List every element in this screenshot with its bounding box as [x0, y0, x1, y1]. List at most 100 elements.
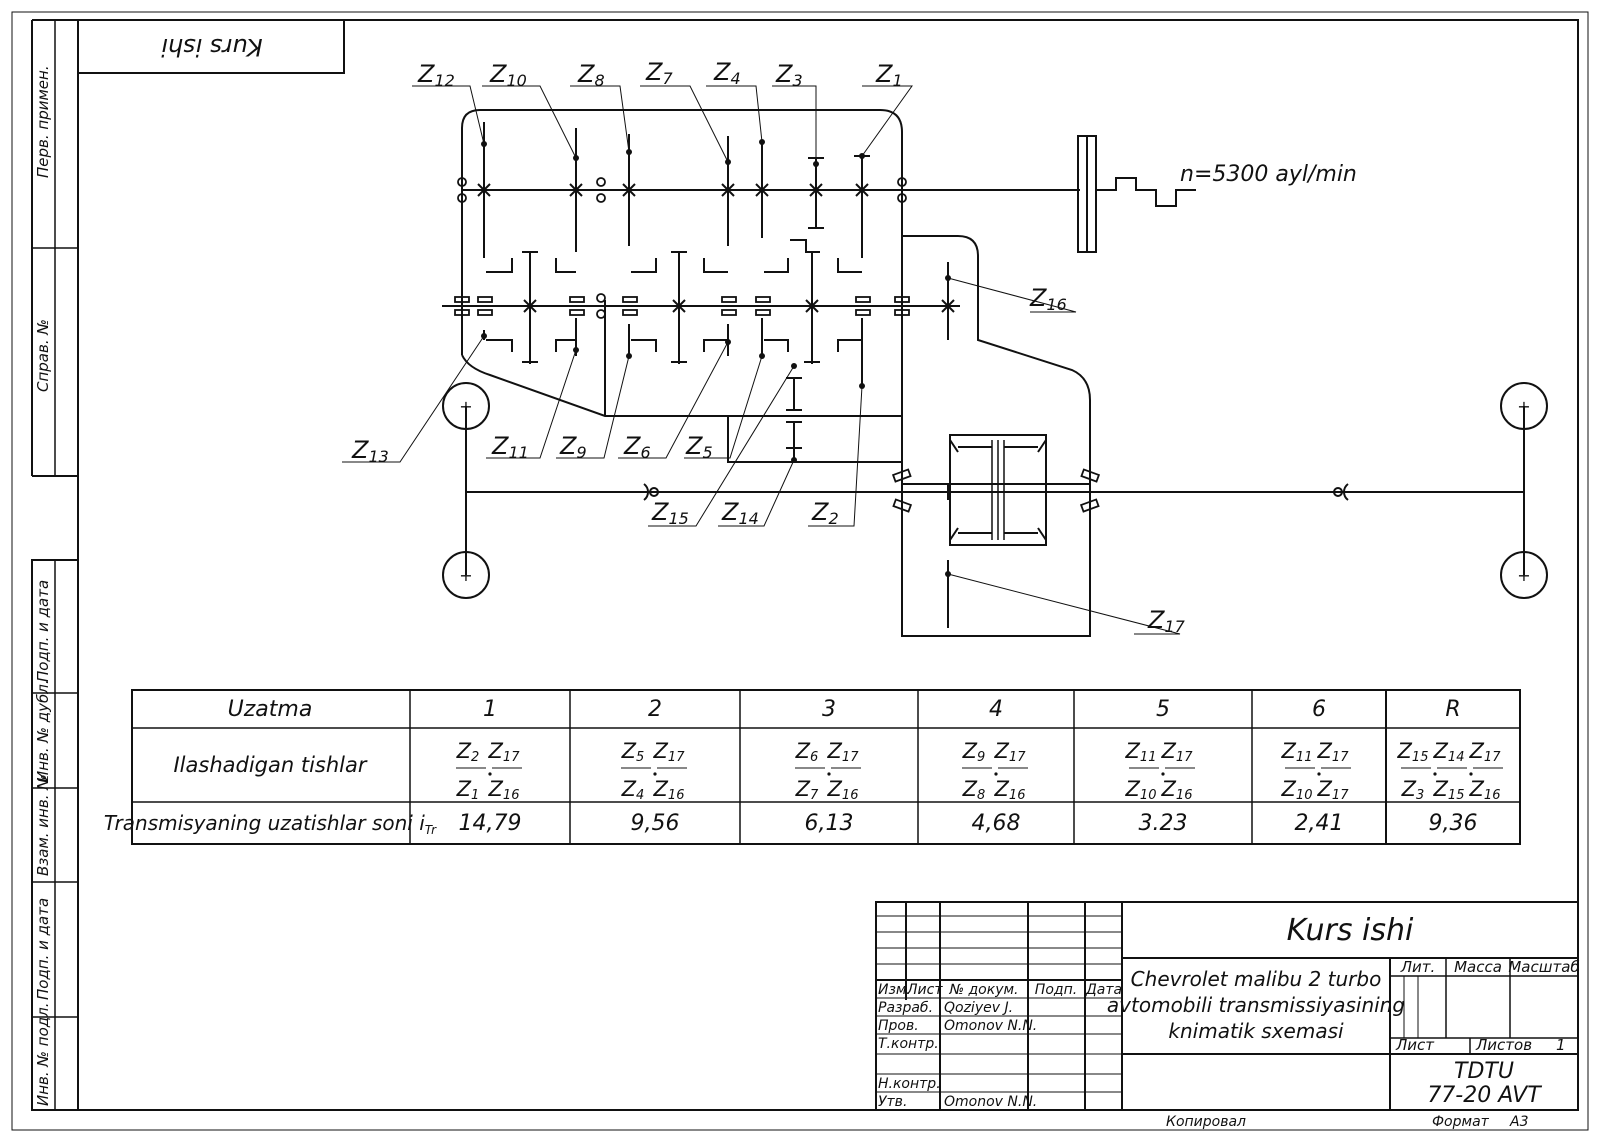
masshtab-label: Масштаб [1508, 958, 1579, 976]
label-z3: Z3 [775, 60, 803, 90]
row-razrab: Разраб. [878, 1000, 933, 1016]
tooth-num-Z11: Z11 [1281, 739, 1313, 765]
multiply-dot [1317, 772, 1321, 776]
tooth-den-Z10: Z10 [1281, 777, 1313, 803]
sheet-frame [11, 11, 1589, 1131]
multiply-dot [1433, 772, 1437, 776]
format-label: Формат [1432, 1114, 1490, 1130]
label-z1: Z1 [875, 60, 903, 90]
tooth-num-Z17: Z17 [488, 739, 521, 765]
side-label-inv-dubl: Инв. № дубл. [34, 679, 52, 782]
gear-header-5: 5 [1156, 697, 1170, 722]
label-z13: Z13 [351, 436, 389, 466]
multiply-dot [653, 772, 657, 776]
tooth-num-Z17: Z17 [1469, 739, 1502, 765]
tooth-den-Z4: Z4 [621, 777, 645, 803]
title-block-title: Kurs ishi [1287, 913, 1414, 948]
tooth-num-Z2: Z2 [456, 739, 480, 765]
tooth-num-Z6: Z6 [795, 739, 819, 765]
tooth-num-Z15: Z15 [1397, 739, 1429, 765]
multiply-dot [488, 772, 492, 776]
wheel-rear-left: + [459, 566, 472, 585]
org-line-1: TDTU [1454, 1059, 1514, 1084]
label-z14: Z14 [721, 498, 759, 528]
tooth-den-Z3: Z3 [1401, 777, 1425, 803]
table-row-label-ratio: Transmisyaning uzatishlar soni iTr [104, 811, 437, 837]
tooth-den-Z16: Z16 [994, 777, 1026, 803]
tooth-num-Z17: Z17 [827, 739, 860, 765]
tooth-num-Z11: Z11 [1125, 739, 1157, 765]
label-z8: Z8 [577, 60, 605, 90]
col-izm: Изм. [878, 982, 911, 998]
wheel-front-left: + [459, 397, 472, 416]
tooth-den-Z16: Z16 [1161, 777, 1193, 803]
label-z15: Z15 [651, 498, 689, 528]
col-docnum: № докум. [948, 982, 1018, 998]
tooth-num-Z9: Z9 [962, 739, 986, 765]
tooth-den-Z15: Z15 [1433, 777, 1465, 803]
tooth-den-Z16: Z16 [827, 777, 859, 803]
format-value: A3 [1509, 1114, 1528, 1130]
razrab-name: Qoziyev J. [944, 1000, 1013, 1016]
label-z17: Z17 [1147, 606, 1186, 636]
label-z6: Z6 [623, 432, 651, 462]
tooth-num-Z17: Z17 [1161, 739, 1194, 765]
col-podp: Подп. [1035, 982, 1077, 998]
massa-label: Масса [1454, 958, 1502, 976]
table-header-uzatma: Uzatma [228, 697, 313, 722]
label-z4: Z4 [713, 58, 741, 88]
ratio-value-4: 4,68 [972, 811, 1021, 836]
title-block: Изм. Лист № докум. Подп. Дата Разраб. Qo… [875, 901, 1580, 1130]
gear-header-2: 2 [648, 697, 662, 722]
side-label-podp-data-1: Подп. и дата [34, 580, 52, 682]
tooth-num-Z17: Z17 [1317, 739, 1350, 765]
lit-label: Лит. [1400, 958, 1436, 976]
tooth-num-Z17: Z17 [994, 739, 1027, 765]
tooth-den-Z16: Z16 [653, 777, 685, 803]
label-z5: Z5 [685, 432, 713, 462]
side-label-podp-data-2: Подп. и дата [34, 898, 52, 1000]
row-tkontr: Т.контр. [878, 1036, 939, 1052]
tooth-num-Z17: Z17 [653, 739, 686, 765]
label-z12: Z12 [417, 60, 455, 90]
col-list: Лист [906, 982, 943, 998]
tooth-den-Z16: Z16 [488, 777, 520, 803]
org-line-2: 77-20 AVT [1427, 1083, 1542, 1108]
wheel-front-right: + [1517, 397, 1530, 416]
tooth-den-Z8: Z8 [962, 777, 986, 803]
ratio-value-2: 9,56 [631, 811, 680, 836]
tooth-den-Z16: Z16 [1469, 777, 1501, 803]
gear-header-R: R [1445, 697, 1460, 722]
gear-header-6: 6 [1312, 697, 1326, 722]
multiply-dot [827, 772, 831, 776]
tooth-den-Z10: Z10 [1125, 777, 1157, 803]
engine-speed-label: n=5300 ayl/min [1180, 162, 1357, 187]
prov-name: Omonov N.N. [944, 1018, 1037, 1034]
gear-header-4: 4 [989, 697, 1003, 722]
row-utv: Утв. [878, 1094, 907, 1110]
listov-label: Листов [1475, 1036, 1532, 1054]
ratio-table: Uzatma Ilashadigan tishlar Transmisyanin… [104, 689, 1521, 845]
kinematic-diagram: + + + + n=5300 ayl/min Z12 [342, 58, 1548, 637]
label-z2: Z2 [811, 498, 839, 528]
side-label-vzam-inv: Взам. инв. № [34, 774, 52, 876]
side-labels: Перв. примен. Справ. № Подп. и дата Инв.… [34, 65, 52, 1106]
ratio-value-5: 3.23 [1139, 811, 1188, 836]
table-row-label-teeth: Ilashadigan tishlar [173, 753, 367, 777]
utv-name: Omonov N.N. [944, 1094, 1037, 1110]
label-z7: Z7 [645, 58, 673, 88]
kopiroval-label: Копировал [1166, 1114, 1246, 1130]
ratio-value-1: 14,79 [459, 811, 522, 836]
gear-labels: Z12 Z10 Z8 Z7 Z4 Z3 Z1 Z16 Z13 Z11 Z9 Z6… [351, 58, 1186, 636]
row-prov: Пров. [878, 1018, 919, 1034]
corner-title: Kurs ishi [161, 33, 263, 61]
ratio-value-6: 2,41 [1295, 811, 1344, 836]
